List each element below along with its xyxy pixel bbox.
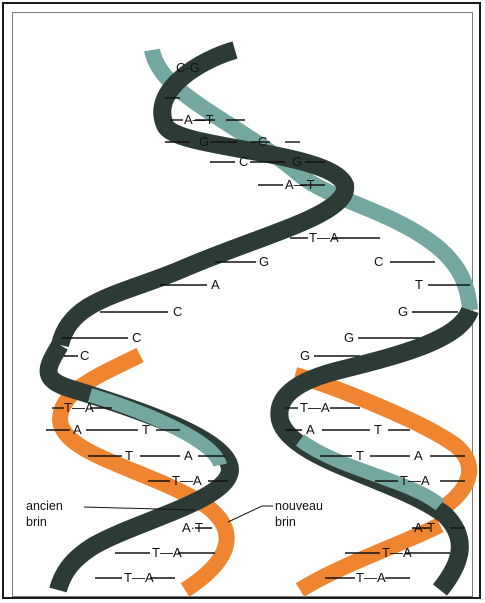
bp-top-4-left: C — [239, 154, 248, 169]
bp-right-1: T—A — [300, 400, 330, 415]
bp-left-4: T—A — [172, 473, 202, 488]
base-left-C2: C — [132, 330, 141, 345]
bp-right-7: T—A — [356, 570, 386, 585]
bp-right-6: T—A — [382, 545, 412, 560]
pointer-nouveau — [227, 505, 273, 523]
left-rungs — [46, 407, 228, 579]
bp-left-1: T—A — [64, 400, 94, 415]
bp-top-6: T—A — [309, 230, 339, 245]
bp-top-5: A—T — [285, 177, 315, 192]
base-left-G: G — [259, 254, 269, 269]
bp-left-3-a: A — [184, 448, 193, 463]
base-right-G1: G — [398, 304, 408, 319]
base-right-G3: G — [300, 348, 310, 363]
parent-strand-dark — [51, 41, 355, 348]
label-nouveau-brin: brin — [275, 515, 296, 529]
bp-left-2-t: T — [142, 422, 150, 437]
label-ancien: ancien — [26, 499, 63, 513]
base-right-G2: G — [344, 330, 354, 345]
base-left-C3: C — [80, 348, 89, 363]
base-left-A: A — [211, 277, 220, 292]
right-new-strand-orange — [292, 367, 478, 517]
parent-strand-teal — [144, 47, 478, 311]
label-ancien-brin: brin — [26, 515, 47, 529]
bp-top-4-right: G — [292, 154, 302, 169]
base-right-C: C — [374, 254, 383, 269]
bp-left-6: T—A — [152, 545, 182, 560]
bp-left-2-a: A — [73, 422, 82, 437]
bp-top-1: C-G — [176, 60, 200, 75]
left-old-strand-dark — [39, 340, 240, 593]
right-rungs — [285, 407, 465, 579]
bp-right-5: A·T — [414, 520, 435, 535]
bp-left-3-t: T — [125, 448, 133, 463]
base-left-C1: C — [173, 304, 182, 319]
bp-right-3-a: A — [414, 448, 423, 463]
base-right-T: T — [415, 277, 423, 292]
right-old-strand-teal — [295, 434, 445, 511]
label-nouveau: nouveau — [275, 499, 323, 513]
bp-top-3-right: C — [258, 134, 267, 149]
bp-left-7: T—A — [124, 570, 154, 585]
bp-left-5: A·T — [182, 520, 203, 535]
bp-right-4: T—A — [400, 473, 430, 488]
right-new-strand-orange-lower — [295, 517, 444, 597]
bp-right-2-a: A — [306, 422, 315, 437]
bp-right-2-t: T — [374, 422, 382, 437]
bp-right-3-t: T — [356, 448, 364, 463]
bp-top-3-left: G — [199, 134, 209, 149]
bp-top-2: A—T — [184, 112, 214, 127]
separated-right-rungs — [314, 261, 470, 357]
top-rungs — [165, 97, 380, 239]
pointer-ancien — [83, 506, 196, 511]
